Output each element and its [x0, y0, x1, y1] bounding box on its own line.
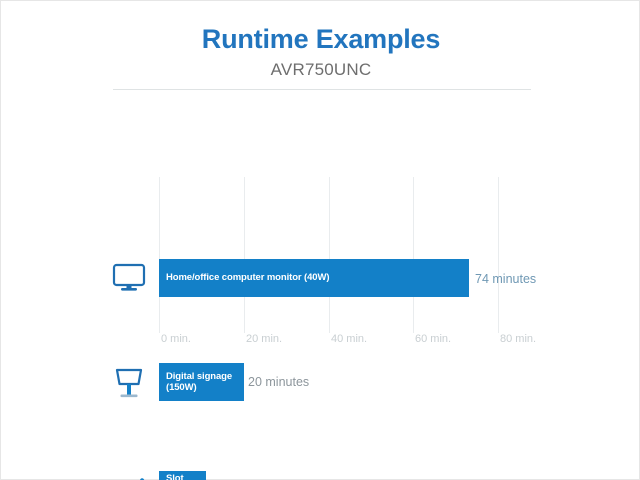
gridline-20: [244, 177, 245, 333]
value-label-monitor: 74 minutes: [475, 272, 537, 286]
gridline-60: [413, 177, 414, 333]
bar-row-monitor: Home/office computer monitor (40W) 74 mi…: [1, 129, 640, 297]
bar-digital-signage: Digital signage (150W): [159, 363, 244, 401]
header-divider: [113, 89, 531, 90]
chart-header: Runtime Examples AVR750UNC: [1, 23, 640, 82]
bar-row-digital-signage: Digital signage (150W) 20 minutes: [1, 181, 640, 401]
bar-row-slot-machine: 7 7 7 Slot machine (250W) 10 minutes: [1, 235, 640, 480]
axis-tick-60: 60 min.: [415, 333, 452, 345]
digital-signage-icon-cell: [105, 361, 153, 405]
bar-row-atm: $ ATM (300W) 8 minutes: [1, 287, 640, 329]
bar-slot-machine: Slot machine (250W): [159, 471, 206, 480]
slot-machine-icon: 7 7 7: [139, 478, 145, 480]
bar-label-monitor: Home/office computer monitor (40W): [166, 272, 330, 284]
axis-tick-0: 0 min.: [161, 333, 191, 345]
axis-tick-80: 80 min.: [500, 333, 537, 345]
gridline-40: [329, 177, 330, 333]
gridline-0: [159, 177, 160, 333]
axis-tick-40: 40 min.: [331, 333, 368, 345]
value-label-digital-signage: 20 minutes: [248, 375, 310, 389]
bar-monitor: Home/office computer monitor (40W): [159, 259, 469, 297]
slot-machine-icon-cell: 7 7 7: [105, 469, 153, 480]
page-title: Runtime Examples: [201, 24, 441, 54]
page-subtitle: AVR750UNC: [270, 60, 372, 79]
axis-tick-20: 20 min.: [246, 333, 283, 345]
bar-label-slot-machine: Slot machine (250W): [166, 472, 184, 480]
monitor-icon-cell: [105, 257, 153, 299]
gridline-80: [498, 177, 499, 333]
bar-label-digital-signage: Digital signage (150W): [166, 370, 233, 394]
monitor-icon: [112, 263, 146, 291]
digital-signage-icon: [115, 368, 143, 398]
